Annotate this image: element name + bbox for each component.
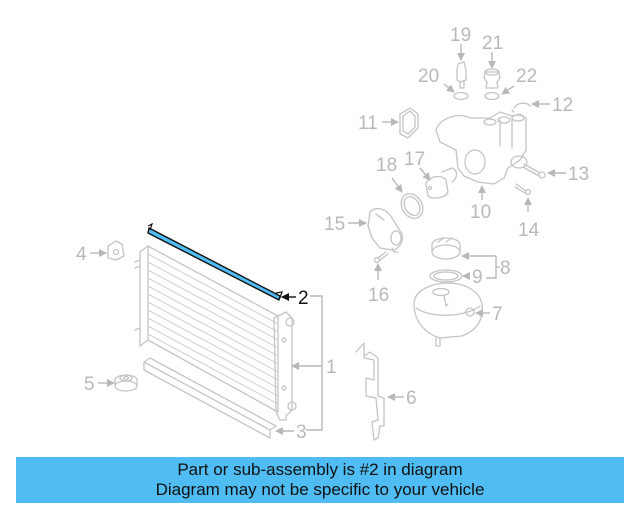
oring-part-9[interactable] xyxy=(429,269,463,283)
callout-7[interactable]: 7 xyxy=(475,304,503,325)
callout-4[interactable]: 4 xyxy=(76,244,107,265)
svg-text:5: 5 xyxy=(84,374,95,395)
svg-text:14: 14 xyxy=(518,220,540,241)
svg-text:17: 17 xyxy=(404,149,425,170)
pipe-part-15[interactable] xyxy=(367,207,404,253)
air-guide-part-6[interactable] xyxy=(355,342,385,441)
svg-text:1: 1 xyxy=(326,357,337,378)
bolt-part-16[interactable] xyxy=(373,251,389,264)
seal-part-18[interactable] xyxy=(397,190,427,223)
callout-3[interactable]: 3 xyxy=(275,422,307,443)
svg-text:19: 19 xyxy=(450,25,471,46)
callout-1[interactable]: 1 xyxy=(292,318,337,431)
callout-6[interactable]: 6 xyxy=(387,388,417,409)
callout-17[interactable]: 17 xyxy=(404,149,431,181)
expansion-tank-part-7[interactable] xyxy=(413,282,484,347)
callout-18[interactable]: 18 xyxy=(376,155,403,193)
bolt-part-13[interactable] xyxy=(522,163,546,179)
svg-text:16: 16 xyxy=(368,285,389,306)
callout-2[interactable]: 2 xyxy=(281,288,323,318)
banner-line-disclaimer: Diagram may not be specific to your vehi… xyxy=(155,480,485,499)
seal-part-2-highlighted[interactable] xyxy=(147,222,283,301)
thermostat-part-17[interactable] xyxy=(425,167,458,199)
svg-text:9: 9 xyxy=(472,267,483,288)
banner-line-part-info: Part or sub-assembly is #2 in diagram xyxy=(177,460,463,479)
svg-text:22: 22 xyxy=(516,66,537,87)
mount-part-5[interactable] xyxy=(114,374,138,392)
svg-text:3: 3 xyxy=(296,422,307,443)
callout-5[interactable]: 5 xyxy=(84,374,115,395)
callout-8[interactable]: 8 xyxy=(462,256,511,279)
svg-text:7: 7 xyxy=(492,304,503,325)
cap-part-21[interactable] xyxy=(483,68,501,89)
svg-text:10: 10 xyxy=(470,202,491,223)
callout-19[interactable]: 19 xyxy=(450,25,471,61)
callout-16[interactable]: 16 xyxy=(368,263,389,306)
hose-part-12[interactable] xyxy=(511,102,531,113)
bolt-part-14[interactable] xyxy=(514,183,532,196)
sensor-part-19[interactable] xyxy=(456,61,467,89)
callout-22[interactable]: 22 xyxy=(501,66,537,95)
svg-text:18: 18 xyxy=(376,155,397,176)
thermostat-housing-part-10[interactable] xyxy=(435,111,528,185)
callout-20[interactable]: 20 xyxy=(418,66,455,93)
parts-diagram: 1 2 3 4 5 6 7 8 9 10 xyxy=(76,25,589,443)
svg-text:15: 15 xyxy=(324,214,345,235)
callout-14[interactable]: 14 xyxy=(518,197,540,241)
mount-part-4[interactable] xyxy=(107,240,125,261)
callout-11[interactable]: 11 xyxy=(358,113,399,134)
radiator-part-1[interactable] xyxy=(134,245,297,421)
callout-13[interactable]: 13 xyxy=(547,164,589,185)
svg-text:2: 2 xyxy=(298,288,309,309)
callout-9[interactable]: 9 xyxy=(462,267,483,288)
svg-text:21: 21 xyxy=(482,33,503,54)
info-banner: Part or sub-assembly is #2 in diagram Di… xyxy=(16,457,624,503)
svg-text:13: 13 xyxy=(568,164,589,185)
callout-21[interactable]: 21 xyxy=(482,33,503,69)
svg-text:20: 20 xyxy=(418,66,439,87)
svg-text:11: 11 xyxy=(358,113,378,134)
svg-text:6: 6 xyxy=(406,388,417,409)
svg-text:8: 8 xyxy=(500,258,511,279)
callout-15[interactable]: 15 xyxy=(324,214,367,235)
svg-text:4: 4 xyxy=(76,244,87,265)
seal-part-3[interactable] xyxy=(143,357,277,439)
oring-part-22[interactable] xyxy=(484,91,500,101)
gasket-part-11[interactable] xyxy=(399,107,419,139)
callout-10[interactable]: 10 xyxy=(470,185,491,223)
callout-12[interactable]: 12 xyxy=(531,95,573,116)
oring-part-20[interactable] xyxy=(453,91,469,101)
cap-part-8[interactable] xyxy=(431,237,461,260)
svg-text:12: 12 xyxy=(552,95,573,116)
